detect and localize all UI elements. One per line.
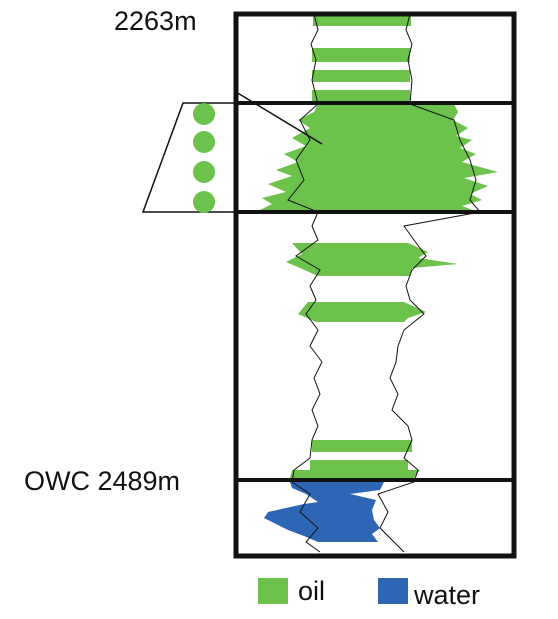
oil-band: [310, 460, 408, 470]
oil-band-lower-2: [298, 302, 426, 322]
oil-band-owc: [290, 470, 420, 478]
well-column-frame: [233, 11, 517, 559]
oil-legend-label: oil: [298, 576, 326, 606]
oil-band: [312, 90, 410, 104]
perforation-marker: [193, 103, 215, 125]
left-curve: [287, 13, 323, 553]
oil-band: [313, 14, 411, 26]
oil-legend-swatch: [258, 578, 288, 604]
owc-depth-label: OWC 2489m: [24, 466, 181, 496]
oil-band: [312, 440, 412, 452]
water-legend-swatch: [378, 578, 408, 604]
oil-band-lower-1: [286, 243, 458, 276]
leader-line: [235, 91, 323, 145]
perforation-marker: [193, 161, 215, 183]
perforation-markers: [193, 103, 215, 213]
perforation-bracket: [141, 102, 237, 213]
top-depth-label: 2263m: [114, 6, 197, 36]
oil-main-interval: [256, 104, 498, 212]
oil-band: [312, 70, 410, 82]
perforation-marker: [193, 191, 215, 213]
log-curves: [287, 13, 481, 553]
perforation-marker: [193, 131, 215, 153]
oil-fills: [256, 14, 498, 478]
water-legend-label: water: [414, 580, 481, 610]
water-interval: [264, 482, 384, 542]
oil-band: [312, 48, 410, 62]
right-curve: [377, 13, 481, 553]
